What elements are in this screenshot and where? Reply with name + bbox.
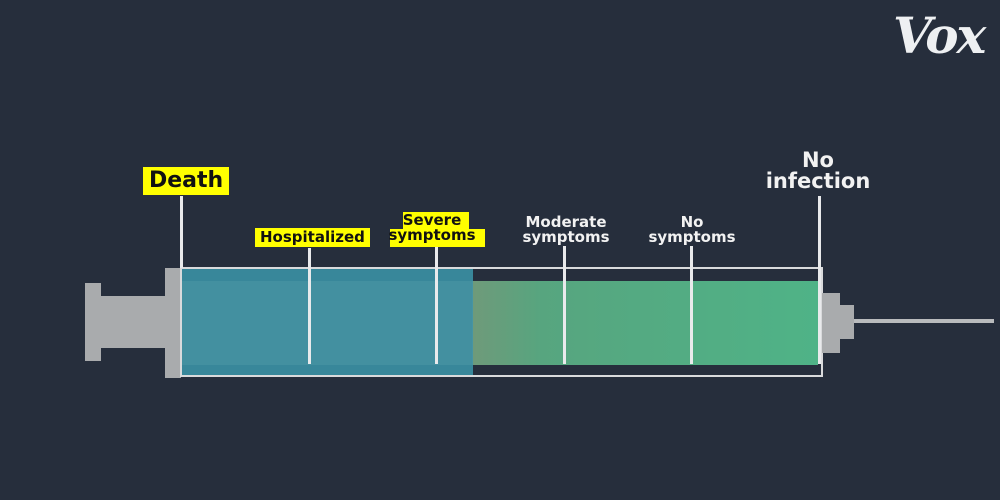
- label-no-symptoms: No symptoms: [648, 213, 736, 246]
- needle: [854, 319, 994, 323]
- label-no-infection: No infection: [765, 148, 871, 193]
- severe-label-bg-line2: [390, 229, 485, 247]
- label-hospitalized: Hospitalized: [255, 228, 370, 247]
- marker-death: [180, 196, 183, 268]
- marker-moderate-symptoms: [563, 246, 566, 364]
- barrel-fill-blue-inner: [181, 281, 473, 365]
- barrel-fill-green: [472, 281, 818, 365]
- plunger-stopper: [165, 268, 181, 378]
- label-severe-symptoms: Severe symptoms: [388, 211, 476, 244]
- plunger-thumb-plate: [85, 283, 101, 361]
- plunger-rod: [100, 296, 170, 348]
- marker-no-symptoms: [690, 246, 693, 364]
- marker-no-infection: [818, 196, 821, 364]
- marker-severe-symptoms: [435, 246, 438, 364]
- syringe-hub: [822, 293, 840, 353]
- label-moderate-symptoms: Moderate symptoms: [522, 213, 610, 246]
- marker-hospitalized: [308, 248, 311, 364]
- vox-logo: Vox: [893, 6, 986, 65]
- label-death: Death: [143, 167, 230, 195]
- syringe-nozzle: [840, 305, 854, 339]
- severe-label-bg-line1: [403, 212, 469, 230]
